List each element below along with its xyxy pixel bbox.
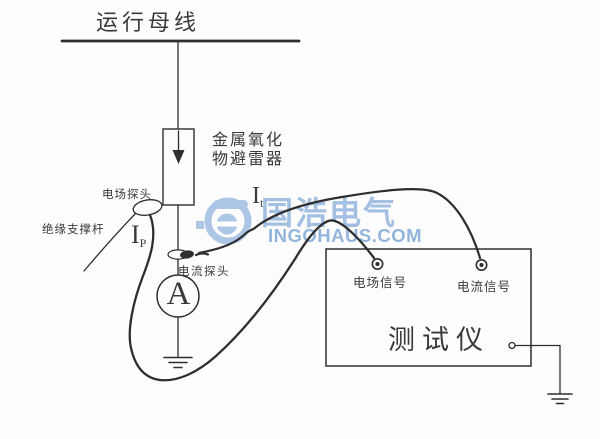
- field-signal-terminal-pin: [375, 262, 380, 266]
- current-signal-terminal-pin: [479, 263, 484, 267]
- ammeter-icon: [156, 274, 200, 318]
- field-signal-wire: [128, 213, 376, 382]
- current-clamp-jaw: [180, 250, 194, 259]
- support-rod-line: [83, 213, 136, 272]
- ground-icon-right: [547, 393, 573, 405]
- ingohaus-logo-icon: [196, 197, 252, 245]
- arrester-arrow-icon: [172, 150, 185, 164]
- field-probe-icon: [132, 199, 163, 216]
- ground-icon-left: [163, 356, 193, 369]
- tester-ground-terminal-icon: [508, 341, 516, 350]
- tester-box: [325, 248, 532, 367]
- current-signal-wire: [194, 188, 482, 260]
